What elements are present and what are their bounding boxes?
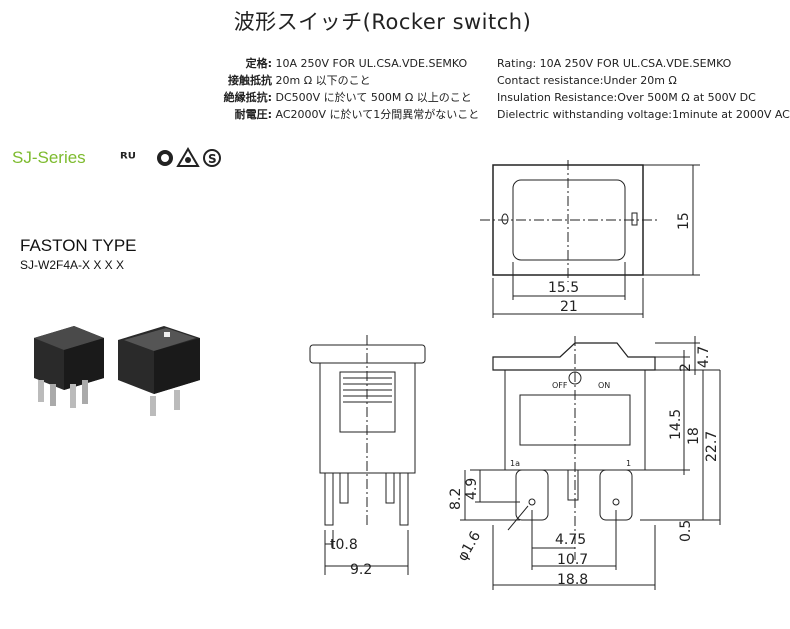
svg-text:ᴿᵁ: ᴿᵁ [120, 149, 136, 168]
page-title: 波形スイッチ(Rocker switch) [233, 10, 532, 34]
spec-row-en: Rating: 10A 250V FOR UL.CSA.VDE.SEMKO [497, 57, 732, 70]
spec-row-jp: 絶縁抵抗: DC500V に於いて 500M Ω 以上のこと [200, 89, 479, 106]
dim-side-w3: 18.8 [557, 572, 588, 588]
switch-photo-left [34, 326, 104, 408]
label-on: ON [598, 381, 610, 390]
label-terminal-1a: 1a [510, 459, 520, 468]
spec-row-en: Insulation Resistance:Over 500M Ω at 500… [497, 91, 756, 104]
dim-side-h2: 2 [678, 363, 694, 372]
spec-value: 10A 250V FOR UL.CSA.VDE.SEMKO [275, 57, 468, 70]
label-off: OFF [552, 381, 568, 390]
dim-side-w2: 10.7 [557, 552, 588, 568]
spec-label: 定格: [245, 57, 272, 70]
dim-top-width-outer: 21 [560, 299, 578, 315]
dim-front-h1: 8.2 [448, 488, 464, 510]
dim-side-w1: 4.75 [555, 532, 586, 548]
vde-mark-icon [176, 147, 200, 167]
side-view [460, 336, 721, 590]
series-name: SJ-Series [12, 148, 86, 167]
front-view [309, 335, 426, 575]
ul-mark-icon: ᴿᵁ [120, 149, 136, 168]
technical-drawing: 15.5 21 15 4.7 2 14.5 18 22.7 0.5 8.2 4.… [309, 160, 721, 590]
svg-text:S: S [208, 152, 217, 166]
label-terminal-1: 1 [626, 459, 631, 468]
dim-front-w2: 9.2 [350, 562, 372, 578]
semko-mark-icon: S [203, 149, 221, 167]
spec-label: 接触抵抗 [228, 74, 272, 87]
dim-side-h5: 22.7 [704, 431, 720, 462]
dim-side-h1: 4.7 [696, 346, 712, 368]
spec-row-jp: 接触抵抗 20m Ω 以下のこと [200, 72, 479, 89]
dim-side-h6: 0.5 [678, 520, 694, 542]
switch-photo-right [118, 326, 200, 416]
top-view [480, 160, 700, 318]
spec-row-jp: 耐電圧: AC2000V に於いて1分間異常がないこと [200, 106, 480, 123]
spec-row-en: Dielectric withstanding voltage:1minute … [497, 108, 790, 121]
faston-type-heading: FASTON TYPE [20, 236, 137, 255]
dim-side-h4: 18 [686, 427, 702, 445]
spec-row-en: Contact resistance:Under 20m Ω [497, 74, 677, 87]
spec-value: DC500V に於いて 500M Ω 以上のこと [275, 91, 472, 104]
dim-side-h3: 14.5 [668, 409, 684, 440]
certification-marks: ᴿᵁ S [120, 147, 221, 168]
dim-front-w1: t0.8 [330, 537, 358, 553]
specs-japanese: 定格: 10A 250V FOR UL.CSA.VDE.SEMKO 接触抵抗 2… [200, 55, 480, 123]
product-photo [34, 326, 200, 416]
dim-top-width-inner: 15.5 [548, 280, 579, 296]
dim-front-h2: 4.9 [464, 478, 480, 500]
dim-top-height: 15 [676, 212, 692, 230]
spec-row-jp: 定格: 10A 250V FOR UL.CSA.VDE.SEMKO [200, 55, 479, 72]
spec-value: AC2000V に於いて1分間異常がないこと [275, 108, 480, 121]
spec-label: 絶縁抵抗: [223, 91, 272, 104]
model-number: SJ-W2F4A-X X X X [20, 258, 125, 272]
spec-label: 耐電圧: [234, 108, 272, 121]
csa-mark-icon [157, 150, 173, 166]
specs-english: Rating: 10A 250V FOR UL.CSA.VDE.SEMKO Co… [497, 55, 790, 123]
dim-hole-diameter: φ1.6 [455, 529, 485, 564]
spec-value: 20m Ω 以下のこと [275, 74, 371, 87]
